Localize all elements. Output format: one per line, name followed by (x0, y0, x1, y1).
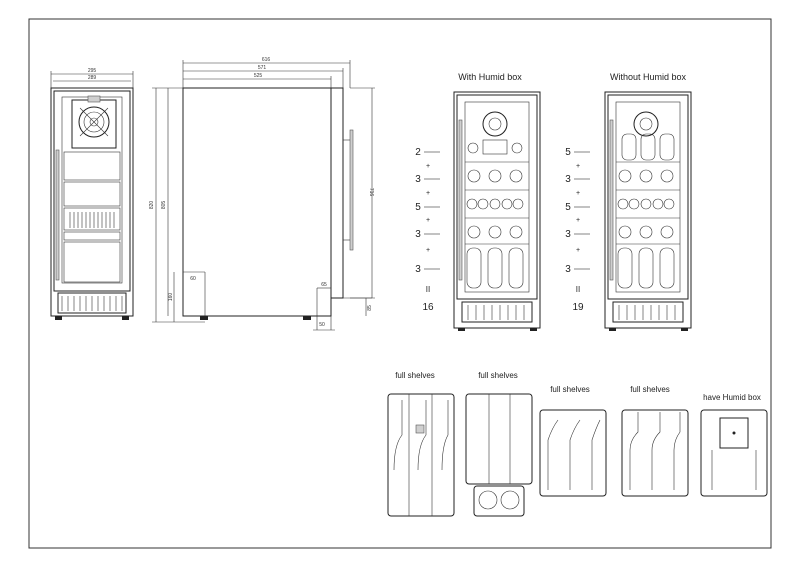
count-label: 3 (565, 264, 571, 275)
plus-sign: + (426, 247, 430, 254)
equals-sign: II (426, 285, 430, 294)
side-view: 616 571 525 820 805 716 60 160 65 50 (149, 57, 375, 331)
dim-front-inner: 289 (88, 75, 97, 81)
config-without-humid: Without Humid box 5 3 5 3 3 + + + + (565, 72, 692, 331)
dim-side-85: 85 (367, 305, 373, 311)
count-label: 5 (565, 202, 571, 213)
front-view: 295 289 (50, 68, 134, 320)
shelf-types: full shelves full shelves full shelves f… (387, 371, 768, 517)
count-label: 3 (565, 174, 571, 185)
plus-sign: + (426, 190, 430, 197)
count-label: 3 (565, 229, 571, 240)
dim-depth-total: 616 (262, 57, 271, 63)
shelf-drawing (621, 409, 689, 497)
plus-sign: + (576, 247, 580, 254)
shelf-label: full shelves (395, 371, 435, 380)
shelf-drawing (700, 409, 768, 497)
shelf-label: full shelves (550, 385, 590, 394)
plus-sign: + (426, 163, 430, 170)
plus-sign: + (576, 190, 580, 197)
plus-sign: + (426, 217, 430, 224)
dim-depth-body: 525 (254, 73, 263, 79)
count-label: 5 (415, 202, 421, 213)
dim-height-total: 820 (149, 201, 155, 210)
config-with-humid: With Humid box 2 3 5 3 3 (415, 72, 541, 331)
dim-height-body: 805 (161, 201, 167, 210)
shelf-drawing (387, 393, 455, 517)
count-label: 3 (415, 264, 421, 275)
shelf-drawing (465, 393, 533, 517)
dim-door-height: 716 (368, 188, 374, 197)
total-count: 19 (572, 302, 584, 313)
config-title: With Humid box (458, 72, 522, 82)
count-label: 5 (565, 147, 571, 158)
front-bottle-ends (69, 212, 115, 228)
dim-side-160: 160 (168, 293, 174, 302)
shelf-label: have Humid box (703, 393, 761, 402)
shelf-drawing (539, 409, 607, 497)
total-count: 16 (422, 302, 434, 313)
plus-sign: + (576, 217, 580, 224)
count-arrows (574, 151, 590, 270)
count-arrows (424, 151, 440, 270)
shelf-label: full shelves (478, 371, 518, 380)
plus-sign: + (576, 163, 580, 170)
page-border (28, 18, 772, 549)
dim-side-50: 50 (319, 322, 325, 328)
config-title: Without Humid box (610, 72, 687, 82)
equals-sign: II (576, 285, 580, 294)
dim-front-outer: 295 (88, 68, 97, 74)
dim-depth-body-door: 571 (258, 65, 267, 71)
shelf-label: full shelves (630, 385, 670, 394)
count-label: 3 (415, 229, 421, 240)
count-label: 2 (415, 147, 421, 158)
dim-side-65: 65 (321, 282, 327, 288)
dim-side-60: 60 (190, 276, 196, 282)
count-label: 3 (415, 174, 421, 185)
